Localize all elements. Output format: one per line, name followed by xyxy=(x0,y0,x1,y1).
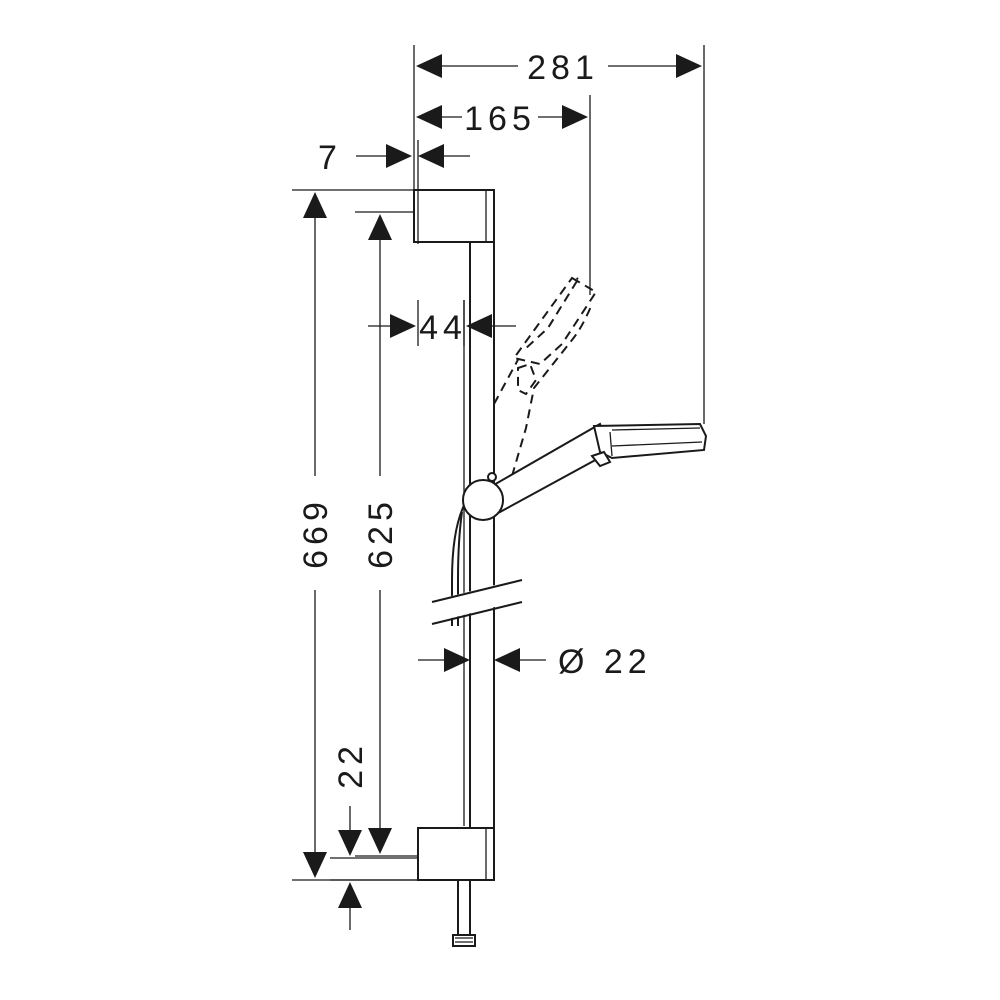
lower-wall-bracket xyxy=(417,827,495,881)
dimension-669: 669 xyxy=(292,189,418,881)
dimension-165-label: 165 xyxy=(464,100,536,138)
hand-shower-tilted xyxy=(493,276,598,477)
rail-break-symbol xyxy=(431,578,523,625)
hand-shower xyxy=(490,422,708,514)
upper-wall-bracket xyxy=(413,189,495,243)
slider-pin xyxy=(487,472,497,482)
slider-knob xyxy=(462,479,504,521)
dimension-281-label: 281 xyxy=(527,49,599,87)
shower-set xyxy=(413,189,708,947)
dimension-44-label: 44 xyxy=(419,309,467,347)
dimension-625: 625 xyxy=(355,211,418,857)
dimension-7: 7 xyxy=(318,139,470,244)
dimension-44: 44 xyxy=(368,300,516,347)
dimension-22-bottom: 22 xyxy=(330,741,418,930)
dimension-165: 165 xyxy=(416,95,591,295)
dimension-669-label: 669 xyxy=(297,497,335,569)
dimension-7-label: 7 xyxy=(318,139,342,177)
dimension-625-label: 625 xyxy=(362,497,400,569)
shower-hose xyxy=(452,880,476,947)
dimension-rail-diameter-label: Ø 22 xyxy=(558,643,652,681)
dimension-rail-diameter: Ø 22 xyxy=(418,642,652,681)
dimension-22-bottom-label: 22 xyxy=(332,741,370,789)
dimension-281: 281 xyxy=(413,45,705,424)
